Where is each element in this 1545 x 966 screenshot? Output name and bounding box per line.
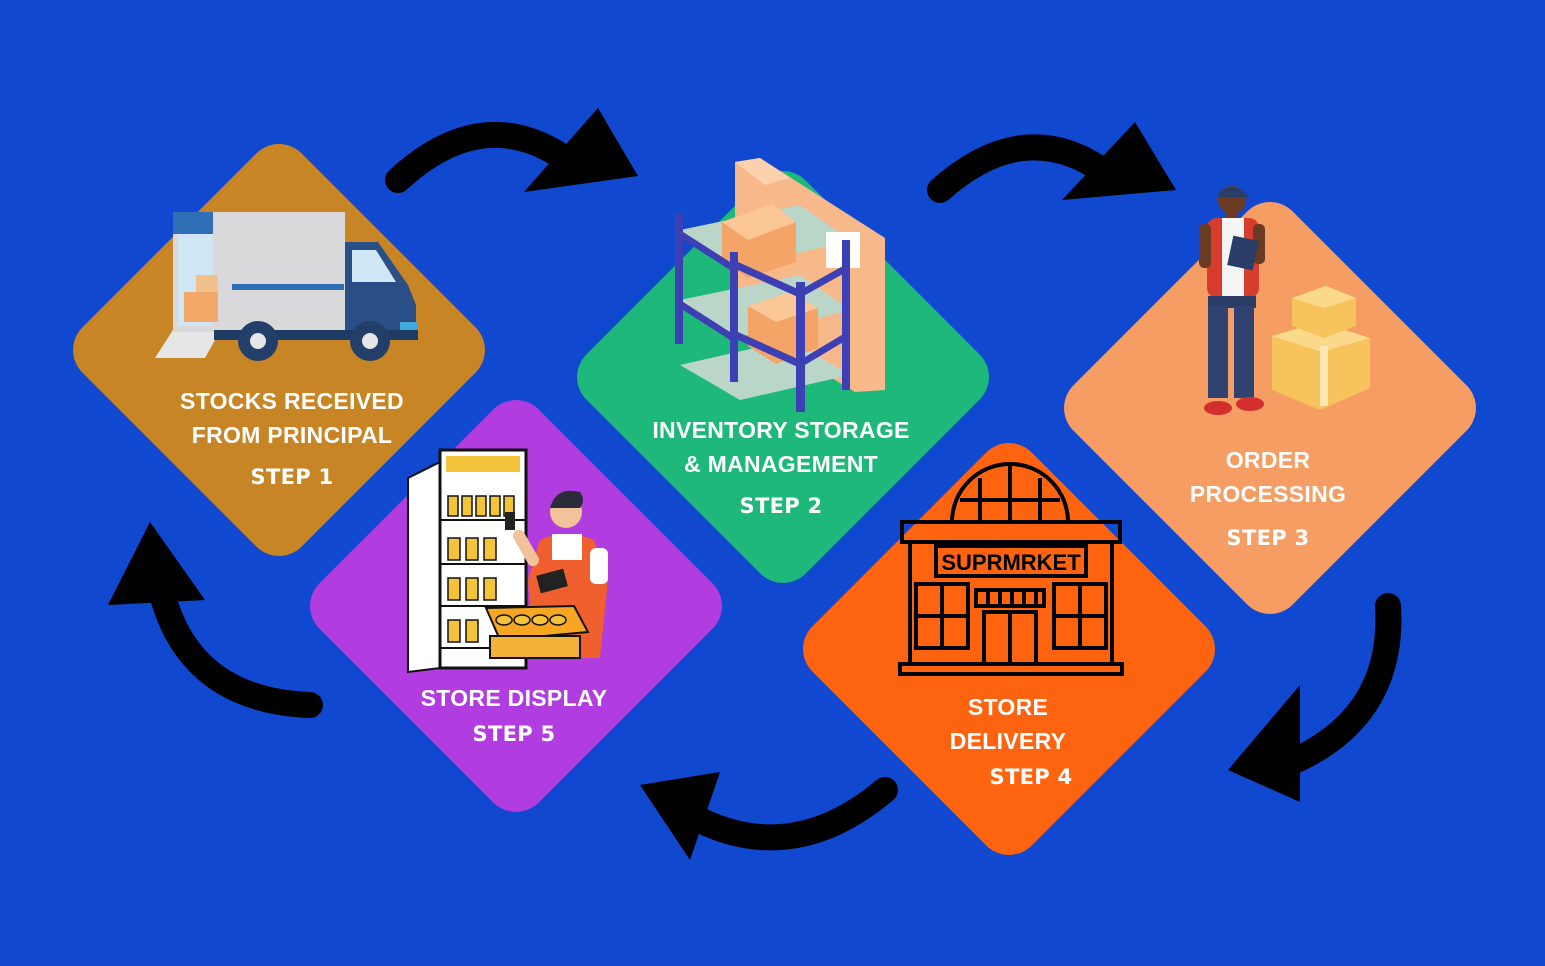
delivery-truck-icon [155,212,418,361]
step-2-label: INVENTORY STORAGE & MANAGEMENT STEP 2 [631,413,931,519]
step-4-title-line-1: STORE [967,694,1049,720]
arrow-step4-to-step5 [640,772,898,860]
step-5-label: STORE DISPLAY STEP 5 [364,681,664,747]
step-1-number: STEP 1 [250,465,334,489]
step-4-number: STEP 4 [989,765,1073,789]
step-2-number: STEP 2 [739,494,823,518]
step-3-label: ORDER PROCESSING STEP 3 [1118,443,1418,551]
arrow-step5-to-step1 [108,522,323,718]
step-1-title-line-1: STOCKS RECEIVED [180,388,404,414]
step-4-title-line-2: DELIVERY [949,728,1067,754]
step-1-label: STOCKS RECEIVED FROM PRINCIPAL STEP 1 [142,384,442,490]
step-4-label: STORE DELIVERY STEP 4 [858,690,1158,790]
step-3-number: STEP 3 [1226,526,1310,550]
arrow-step1-to-step2 [385,108,638,193]
warehouse-shelf-icon [675,158,885,412]
step-3-title-line-2: PROCESSING [1189,481,1347,507]
arrow-step2-to-step3 [927,122,1176,203]
step-2-title-line-1: INVENTORY STORAGE [652,417,910,443]
supermarket-icon [898,462,1124,676]
arrow-step3-to-step4 [1228,593,1402,802]
step-5-title-line-1: STORE DISPLAY [420,685,608,711]
step-1-title-line-2: FROM PRINCIPAL [191,422,393,448]
step-5-number: STEP 5 [472,722,556,746]
step-3-diamond [1064,202,1476,614]
shelf-stocker-icon [407,448,608,674]
step-3-title-line-1: ORDER [1225,447,1311,473]
courier-with-boxes-icon [1199,186,1370,415]
step-2-title-line-2: & MANAGEMENT [684,451,878,477]
supermarket-sign: SUPRMRKET [941,550,1081,575]
